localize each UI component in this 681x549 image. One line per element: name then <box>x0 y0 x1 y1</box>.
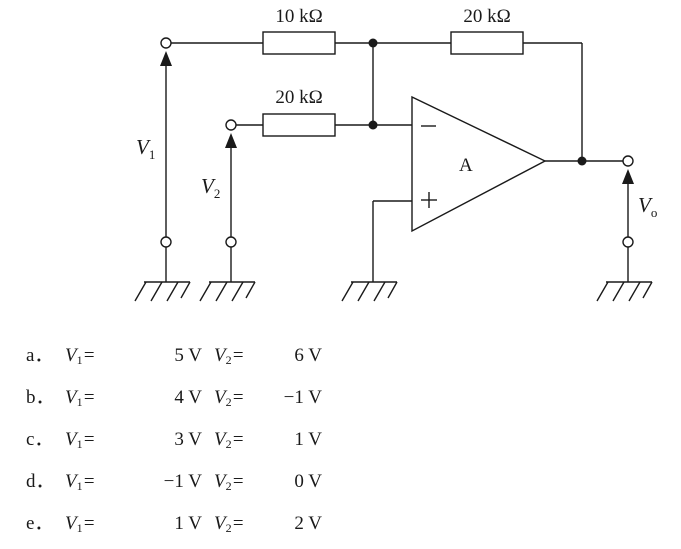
opamp-circuit-diagram: A <box>134 6 657 302</box>
v1-top-terminal <box>160 37 172 49</box>
v1-value: 5 V <box>174 345 202 366</box>
v2-symbol: V2= <box>214 513 245 535</box>
v1-label: V1 <box>136 135 155 162</box>
ground-symbol-vo <box>596 281 653 302</box>
resistor-input-20k-label: 20 kΩ <box>275 87 322 108</box>
ground-symbol-v1 <box>134 281 191 302</box>
opamp-label: A <box>459 155 473 176</box>
resistor-feedback-label: 20 kΩ <box>463 6 510 27</box>
v1-value: 4 V <box>174 387 202 408</box>
resistor-20k-input <box>262 113 336 137</box>
option-letter: a． <box>26 345 54 366</box>
v1-symbol: V1= <box>65 387 96 409</box>
resistor-feedback-20k <box>450 31 524 55</box>
v1-value: −1 V <box>163 471 202 492</box>
option-letter: c． <box>26 429 54 450</box>
v1-symbol: V1= <box>65 345 96 367</box>
v2-value: −1 V <box>283 387 322 408</box>
v2-value: 1 V <box>294 429 322 450</box>
opamp-triangle <box>411 95 547 233</box>
vo-top-terminal <box>622 155 634 167</box>
v2-symbol: V2= <box>214 471 245 493</box>
junction-inverting <box>368 120 378 130</box>
v1-value: 3 V <box>174 429 202 450</box>
option-letter: d． <box>26 471 55 492</box>
v2-symbol: V2= <box>214 345 245 367</box>
v2-symbol: V2= <box>214 429 245 451</box>
v2-label: V2 <box>201 174 220 201</box>
v2-value: 2 V <box>294 513 322 534</box>
v2-arrowhead <box>225 133 237 148</box>
junction-output <box>577 156 587 166</box>
v1-symbol: V1= <box>65 471 96 493</box>
v1-arrowhead <box>160 51 172 66</box>
v2-bottom-terminal <box>225 236 237 248</box>
v2-top-terminal <box>225 119 237 131</box>
vo-label: Vo <box>638 193 657 220</box>
v2-symbol: V2= <box>214 387 245 409</box>
v2-value: 0 V <box>294 471 322 492</box>
v2-value: 6 V <box>294 345 322 366</box>
v1-bottom-terminal <box>160 236 172 248</box>
ground-symbol-opamp <box>341 281 398 302</box>
ground-symbol-v2 <box>199 281 256 302</box>
resistor-10k-label: 10 kΩ <box>275 6 322 27</box>
v1-symbol: V1= <box>65 429 96 451</box>
option-letter: b． <box>26 387 55 408</box>
v1-symbol: V1= <box>65 513 96 535</box>
vo-bottom-terminal <box>622 236 634 248</box>
vo-arrowhead <box>622 169 634 184</box>
option-letter: e． <box>26 513 54 534</box>
v1-value: 1 V <box>174 513 202 534</box>
resistor-10k <box>262 31 336 55</box>
